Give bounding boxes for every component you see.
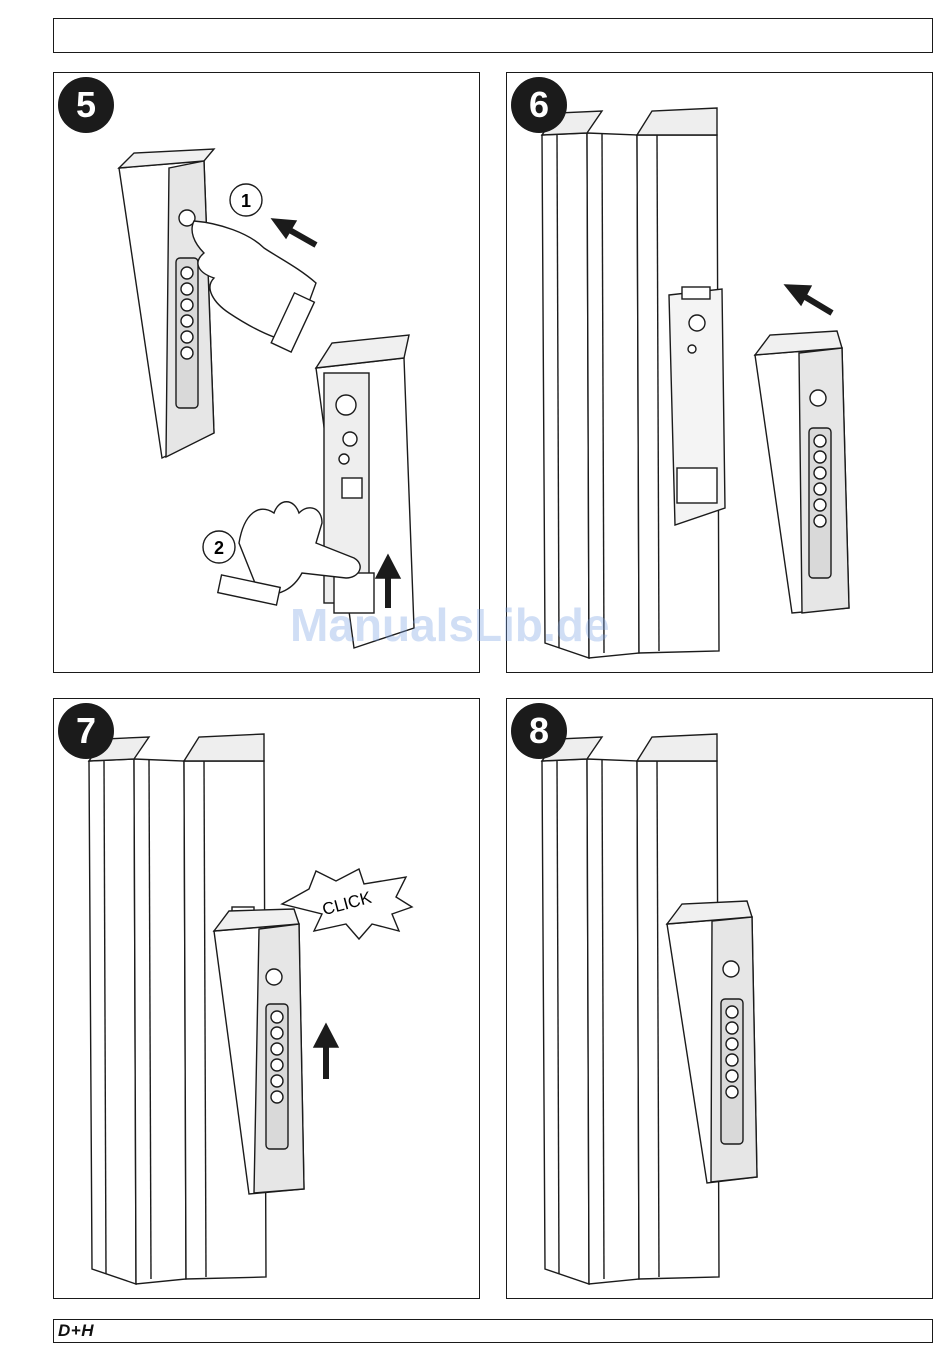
step-number-badge: 7: [58, 703, 114, 759]
arrow-attach-icon: [785, 285, 832, 313]
brand-logo: D+H: [58, 1321, 94, 1341]
step-number-badge: 8: [511, 703, 567, 759]
arrow-up-icon: [314, 1024, 338, 1079]
open-housing: [316, 335, 414, 648]
step-panel-8: 8: [506, 698, 933, 1299]
step-8-illustration: [507, 699, 933, 1299]
step-panel-5: 5: [53, 72, 480, 673]
header-bar: [53, 18, 933, 53]
step-panel-7: 7: [53, 698, 480, 1299]
mounting-plate: [669, 287, 725, 525]
step-panel-6: 6: [506, 72, 933, 673]
footer-bar: D+H: [53, 1319, 933, 1343]
step-5-illustration: 1 2: [54, 73, 480, 673]
step-7-illustration: CLICK: [54, 699, 480, 1299]
callout-2-label: 2: [214, 538, 224, 558]
arrow-press-icon: [272, 219, 316, 245]
keypad-housing: [119, 149, 214, 458]
keypad-housing: [755, 331, 849, 613]
callout-1-label: 1: [241, 191, 251, 211]
step-number-badge: 5: [58, 77, 114, 133]
step-number-badge: 6: [511, 77, 567, 133]
step-6-illustration: [507, 73, 933, 673]
